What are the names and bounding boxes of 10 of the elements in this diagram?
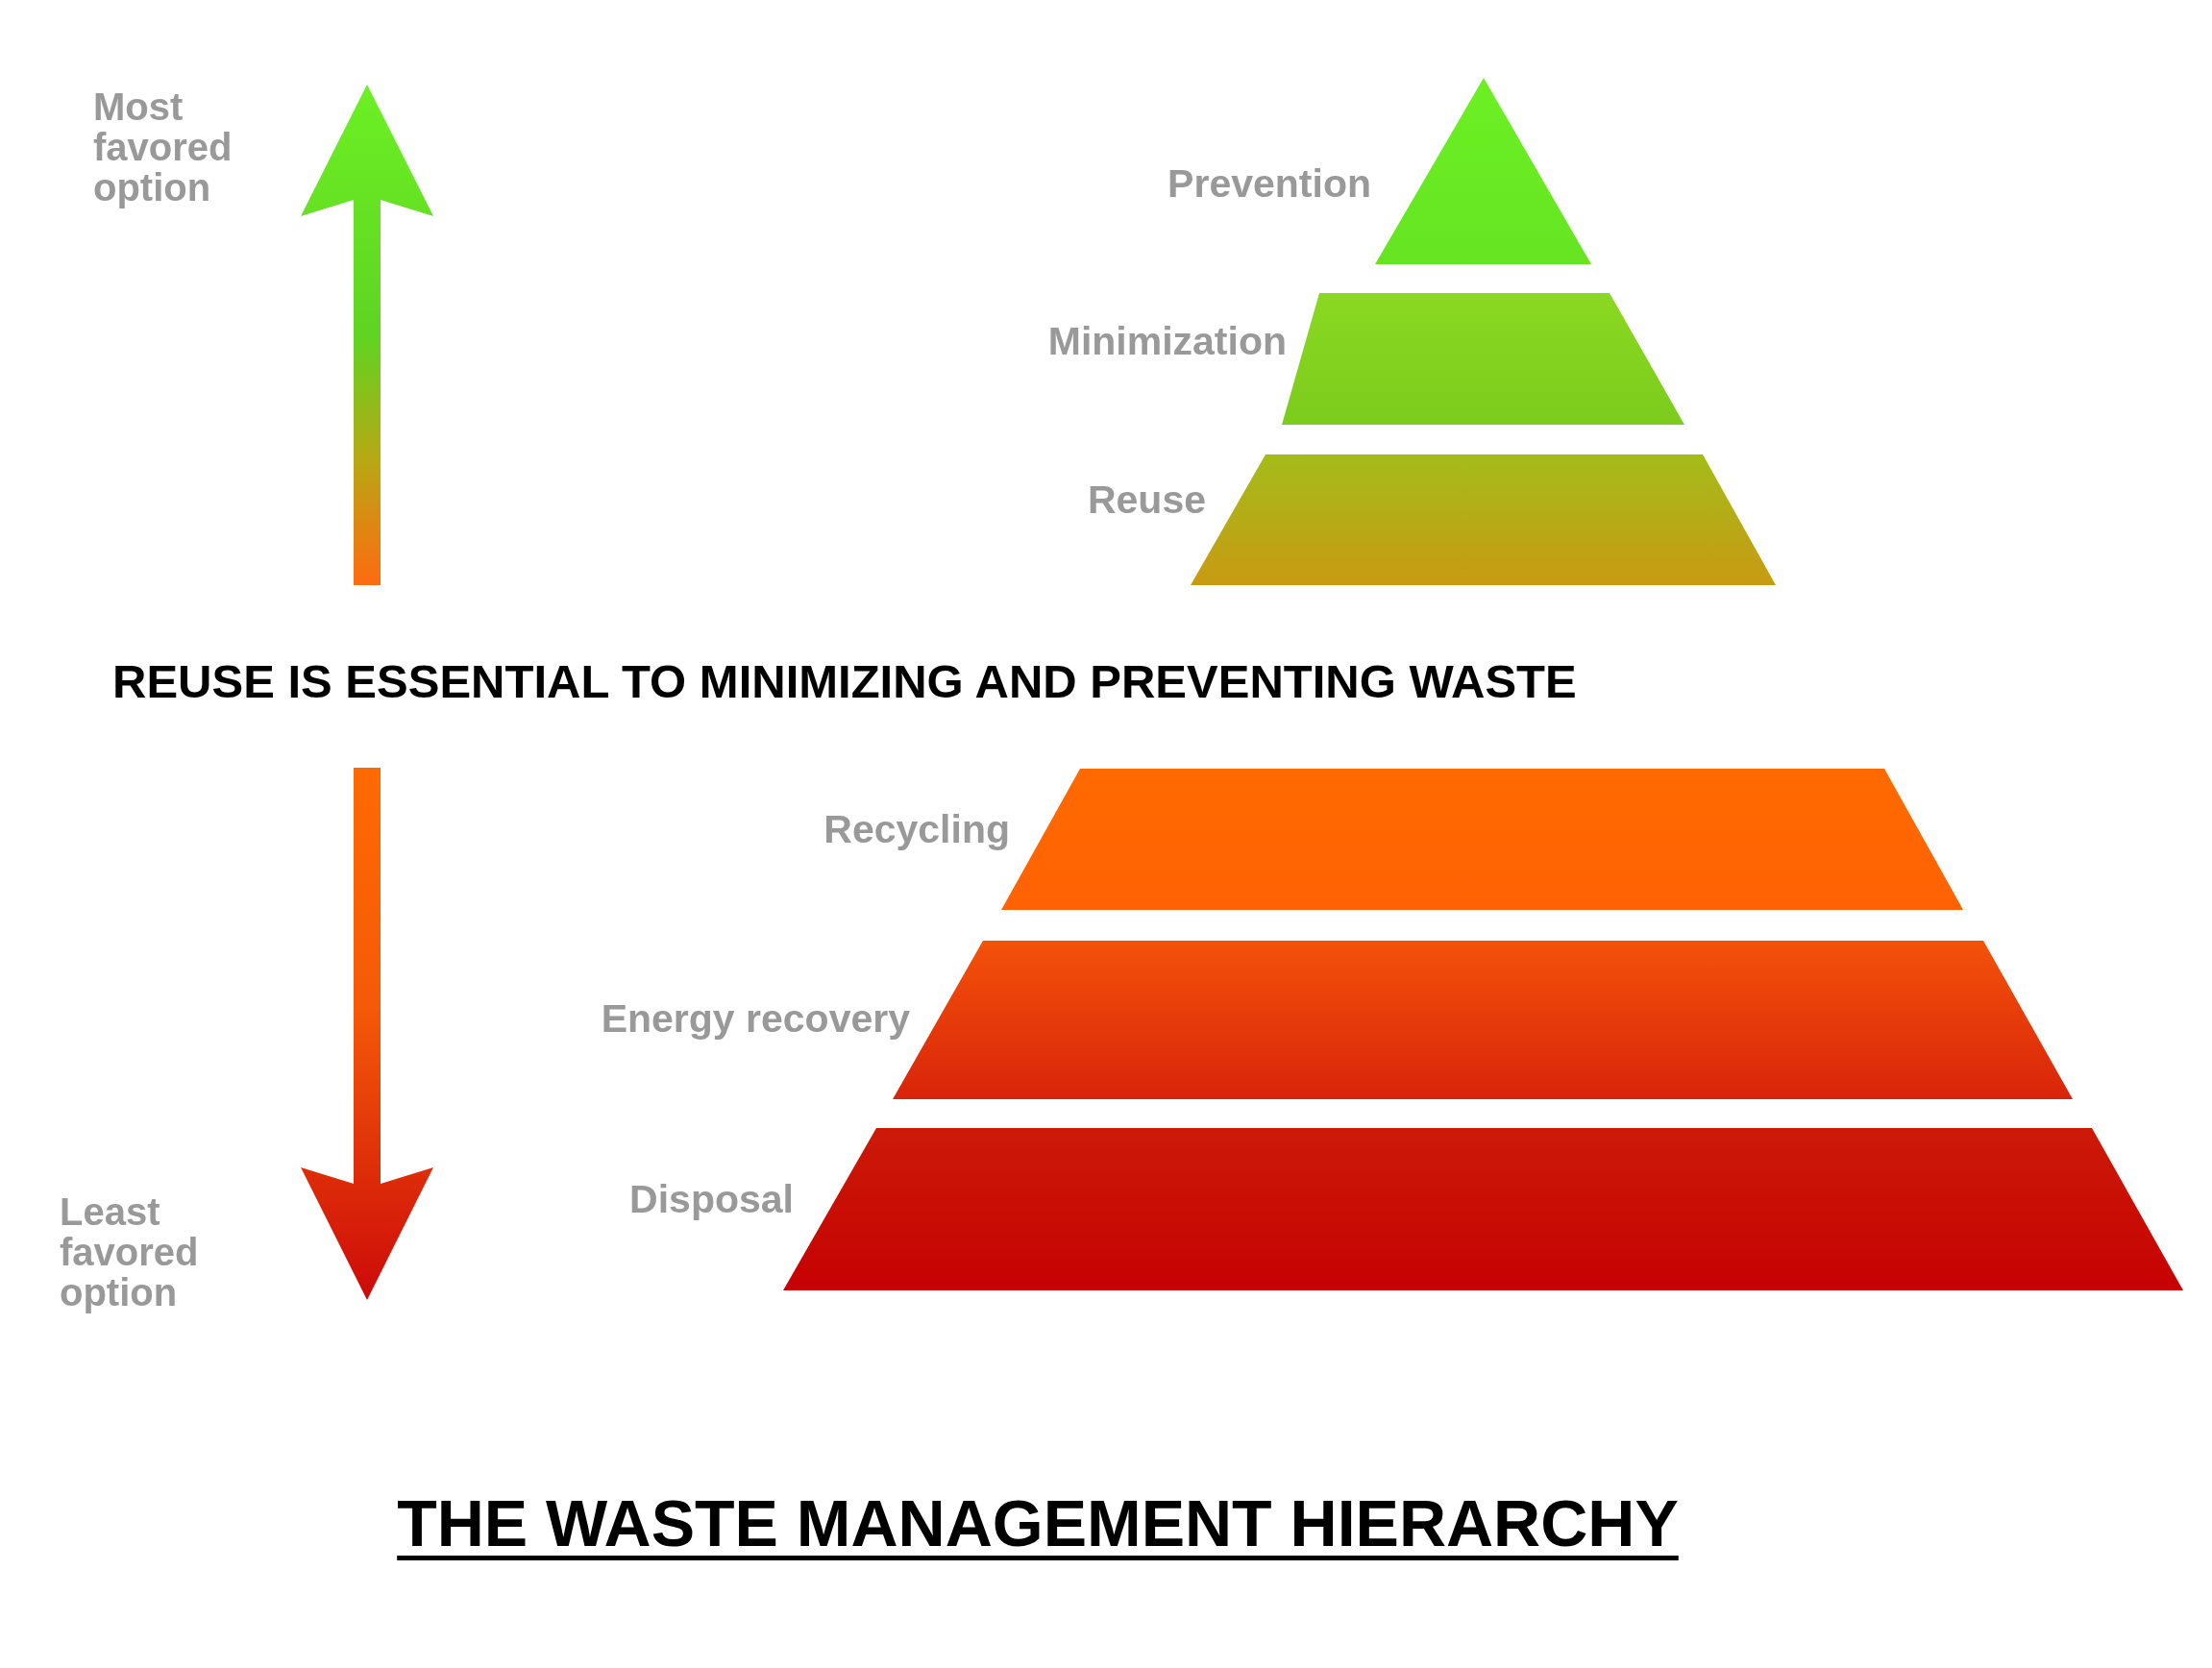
statement-text: REUSE IS ESSENTIAL TO MINIMIZING AND PREVENTING WASTE xyxy=(112,654,1577,709)
tier-label: Disposal xyxy=(629,1176,794,1222)
tier-label: Minimization xyxy=(1047,318,1287,364)
arrow-caption: Most favored option xyxy=(93,86,233,208)
arrow-caption: Least favored option xyxy=(60,1191,200,1312)
diagram-title: THE WASTE MANAGEMENT HIERARCHY xyxy=(396,1485,1680,1561)
tier-label: Energy recovery xyxy=(601,995,910,1042)
tier-label: Recycling xyxy=(823,806,1010,852)
tier-label: Reuse xyxy=(1087,477,1206,523)
tier-label: Prevention xyxy=(1167,160,1371,207)
